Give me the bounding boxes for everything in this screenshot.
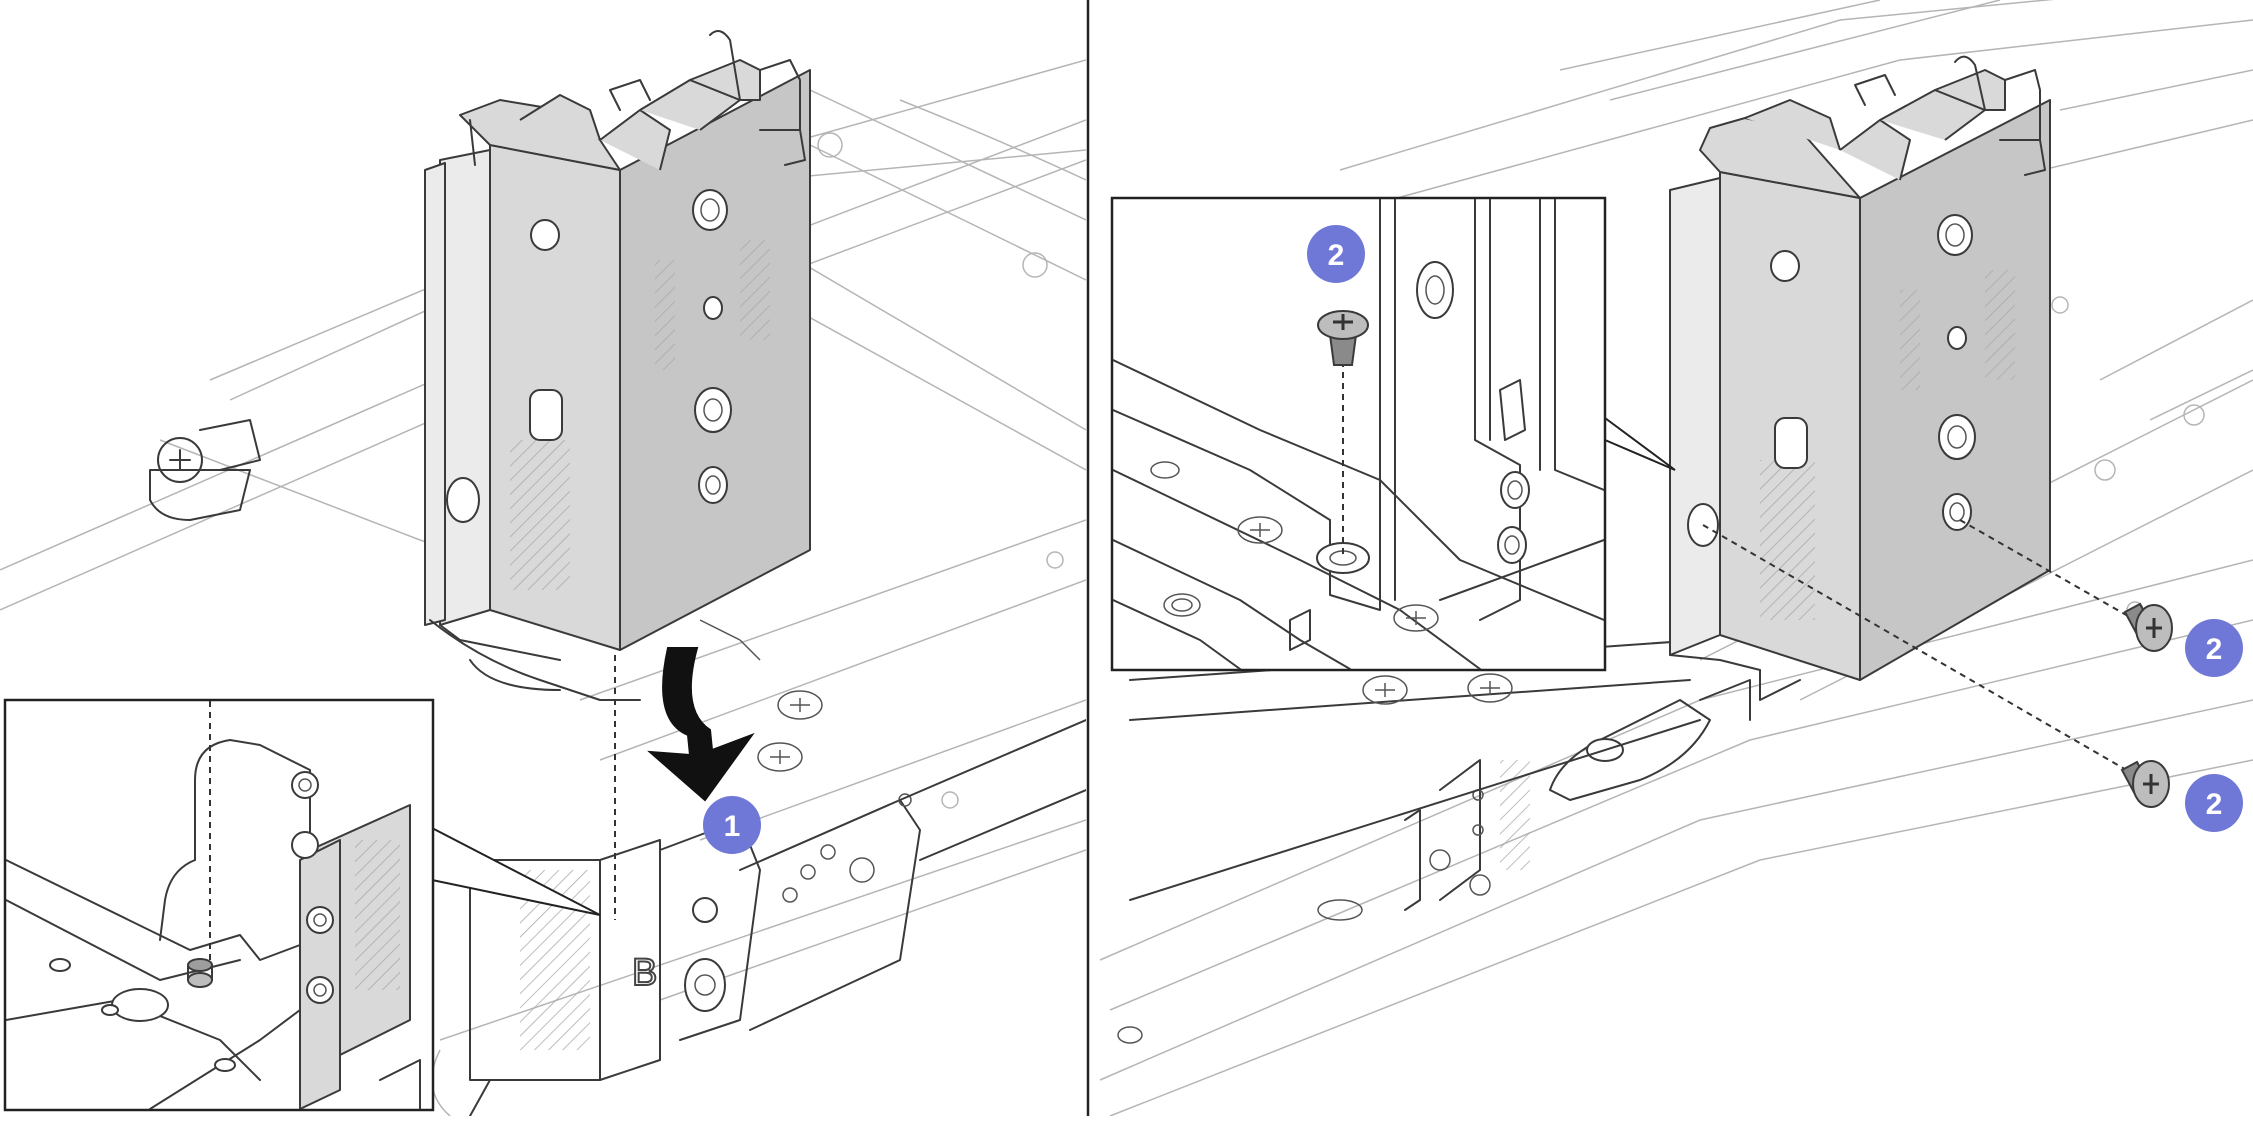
- step-2-badge-upper-circle: [2185, 619, 2243, 677]
- step-2-badge-lower-label: 2: [2206, 788, 2223, 821]
- step-1-badge: 1: [703, 796, 761, 854]
- step-1-badge-circle: [703, 796, 761, 854]
- left-detail-inset: [3, 698, 435, 1112]
- step-2-badge-inset-label: 2: [1328, 239, 1345, 272]
- down-arrow: [647, 647, 755, 802]
- right-inset-pointer: [1604, 417, 1676, 471]
- chassis-latch: [149, 419, 261, 521]
- step-2-badge-inset-circle: [1307, 225, 1365, 283]
- bracket-flange: [429, 619, 761, 701]
- step-2-badge-inset: 2: [1307, 225, 1365, 283]
- right-bracket: [1669, 55, 2051, 701]
- right-chassis-front: [1117, 639, 1751, 1044]
- chassis-slot-b: B: [431, 690, 1086, 1116]
- step-2-badge-lower-circle: [2185, 774, 2243, 832]
- step-2-badge-lower: 2: [2185, 774, 2243, 832]
- left-panel: B: [0, 30, 1086, 1116]
- left-inset-pointer: [431, 827, 601, 916]
- step-2-badge-upper: 2: [2185, 619, 2243, 677]
- screw-upper: [2123, 602, 2173, 652]
- screw-line-upper: [1959, 519, 2136, 621]
- slot-label-b: B: [632, 952, 657, 994]
- right-panel: 2 2: [1099, 0, 2253, 1116]
- right-detail-inset: [1110, 196, 1607, 672]
- step-2-badge-upper-label: 2: [2206, 633, 2223, 666]
- left-bracket: [424, 30, 811, 661]
- screw-lower: [2120, 760, 2170, 808]
- step-1-badge-label: 1: [724, 810, 741, 843]
